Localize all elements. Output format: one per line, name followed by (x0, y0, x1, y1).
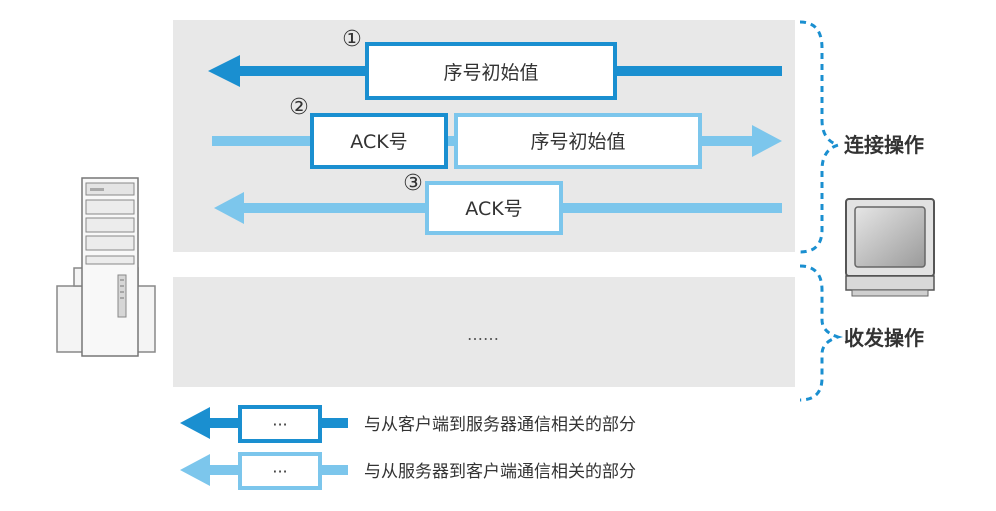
transfer-bracket (799, 264, 844, 402)
transfer-phase-label: 收发操作 (844, 326, 924, 350)
legend-light-symbol: ··· (272, 462, 287, 481)
legend-dark-text: 与从客户端到服务器通信相关的部分 (364, 415, 636, 435)
row-2-seq-label: 序号初始值 (530, 131, 625, 153)
row-2-seq-box (454, 113, 702, 169)
connection-bracket (799, 20, 844, 254)
row-1-arrow: 序号初始值 ① (208, 27, 782, 100)
row-1-step-number: ① (342, 27, 362, 52)
row-3-ack-box (425, 181, 563, 235)
legend-light-text: 与从服务器到客户端通信相关的部分 (364, 462, 636, 482)
row-2-ack-label: ACK号 (350, 131, 407, 153)
row-1-segment-label: 序号初始值 (443, 62, 538, 84)
row-3-arrow: ACK号 ③ (214, 171, 782, 235)
legend-item-dark: ··· 与从客户端到服务器通信相关的部分 (180, 405, 636, 443)
row-1-segment-box (365, 42, 617, 100)
legend-item-light: ··· 与从服务器到客户端通信相关的部分 (180, 452, 636, 490)
row-2-arrow: ACK号 序号初始值 ② (212, 95, 782, 169)
monitor-icon (845, 198, 935, 297)
legend-dark-symbol: ··· (272, 415, 287, 434)
transfer-placeholder: …… (467, 325, 499, 344)
row-3-step-number: ③ (403, 171, 423, 196)
server-icon (56, 177, 156, 357)
row-2-step-number: ② (289, 95, 309, 120)
transfer-panel (173, 277, 795, 387)
connection-phase-label: 连接操作 (844, 133, 924, 157)
row-3-ack-label: ACK号 (465, 198, 522, 220)
row-2-ack-box (310, 113, 448, 169)
